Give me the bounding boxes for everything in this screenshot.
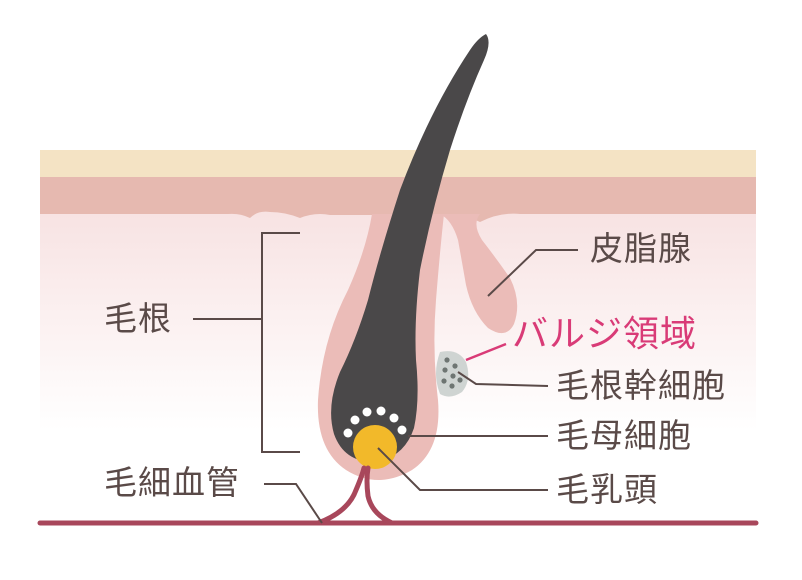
hair-shaft <box>331 34 489 462</box>
label-hair-root-stem-cells: 毛根幹細胞 <box>556 366 726 405</box>
label-hair-matrix-cells: 毛母細胞 <box>556 416 692 455</box>
hair-root-stem-cells <box>436 351 469 397</box>
label-sebaceous-gland: 皮脂腺 <box>590 229 692 268</box>
hair-matrix-cells <box>343 406 407 438</box>
label-capillary: 毛細血管 <box>104 463 240 502</box>
label-bulge-region: バルジ領域 <box>512 314 698 355</box>
capillary-vessels <box>37 465 759 526</box>
label-hair-root: 毛根 <box>104 299 172 338</box>
sebaceous-gland-shape <box>440 214 518 334</box>
hair-root-bracket <box>193 232 300 453</box>
label-dermal-papilla: 毛乳頭 <box>556 470 658 509</box>
dermal-papilla <box>353 425 397 469</box>
bulge-leader-line <box>465 342 507 362</box>
epidermis-top-layer <box>40 150 756 177</box>
leader-lines <box>264 249 578 524</box>
